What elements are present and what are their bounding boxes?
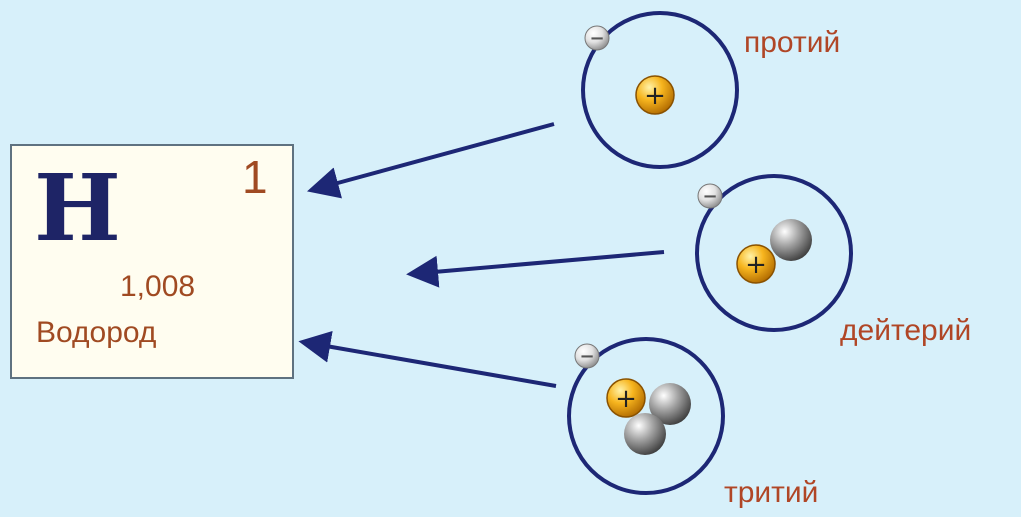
orbit-tritium	[567, 337, 725, 495]
orbit-deuterium	[695, 174, 853, 332]
arrow-tritium	[298, 330, 557, 388]
element-card-hydrogen: H 1 1,008 Водород	[10, 144, 294, 379]
isotope-label-protium: протий	[744, 26, 841, 59]
neutron-tritium-2	[624, 413, 666, 455]
electron-sign: −	[702, 186, 717, 207]
atomic-number: 1	[242, 151, 268, 203]
atom-protium: + −	[581, 11, 739, 169]
proton-deuterium: +	[736, 244, 776, 284]
electron-sign: −	[589, 28, 604, 49]
neutron-tritium-1	[649, 383, 691, 425]
proton-sign: +	[644, 81, 666, 111]
neutron-deuterium	[770, 219, 812, 261]
electron-tritium: −	[574, 343, 600, 369]
arrow-deuterium	[406, 250, 665, 288]
element-symbol: H	[34, 154, 121, 262]
orbit-protium	[581, 11, 739, 169]
isotope-label-tritium: тритий	[724, 476, 819, 509]
electron-deuterium: −	[697, 183, 723, 209]
arrow-protium	[306, 122, 555, 199]
isotope-label-deuterium: дейтерий	[840, 314, 972, 347]
electron-protium: −	[584, 25, 610, 51]
proton-sign: +	[745, 250, 767, 280]
atomic-mass: 1,008	[120, 270, 196, 303]
element-name: Водород	[36, 316, 157, 349]
atom-deuterium: + −	[695, 174, 853, 332]
proton-sign: +	[615, 384, 637, 414]
atom-tritium: + −	[567, 337, 725, 495]
proton-protium: +	[635, 75, 675, 115]
electron-sign: −	[579, 346, 594, 367]
proton-tritium: +	[606, 378, 646, 418]
